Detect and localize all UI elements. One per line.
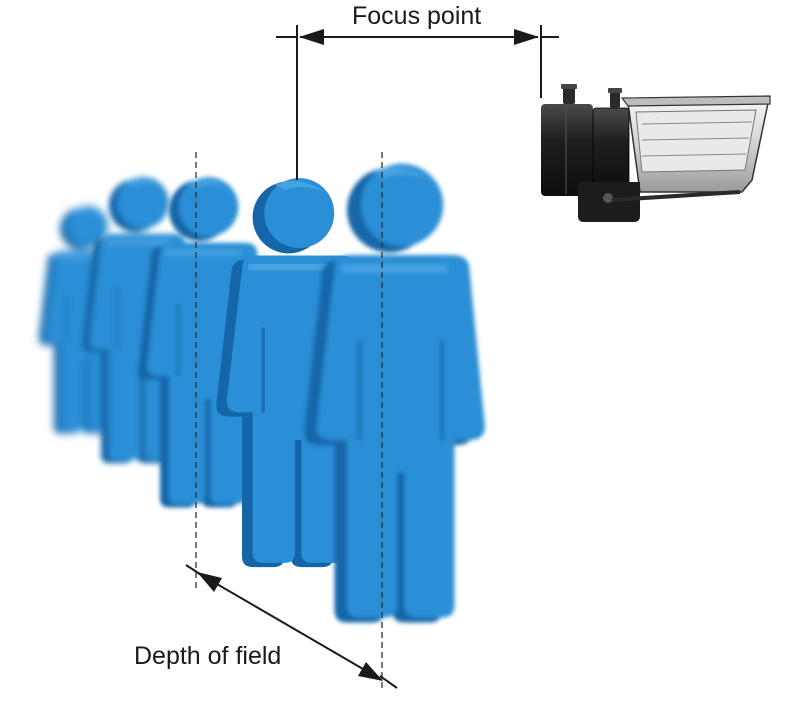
dof-arrowhead-far (358, 662, 383, 681)
focus-arrowhead-left (299, 29, 324, 45)
security-camera-icon (541, 84, 771, 222)
focus-point-label: Focus point (352, 2, 482, 30)
focus-arrowhead-right (514, 29, 539, 45)
dof-arrow-line (197, 572, 383, 681)
dof-ext-far (379, 675, 398, 689)
depth-of-field-label: Depth of field (134, 642, 282, 670)
dof-arrowhead-near (197, 572, 222, 592)
